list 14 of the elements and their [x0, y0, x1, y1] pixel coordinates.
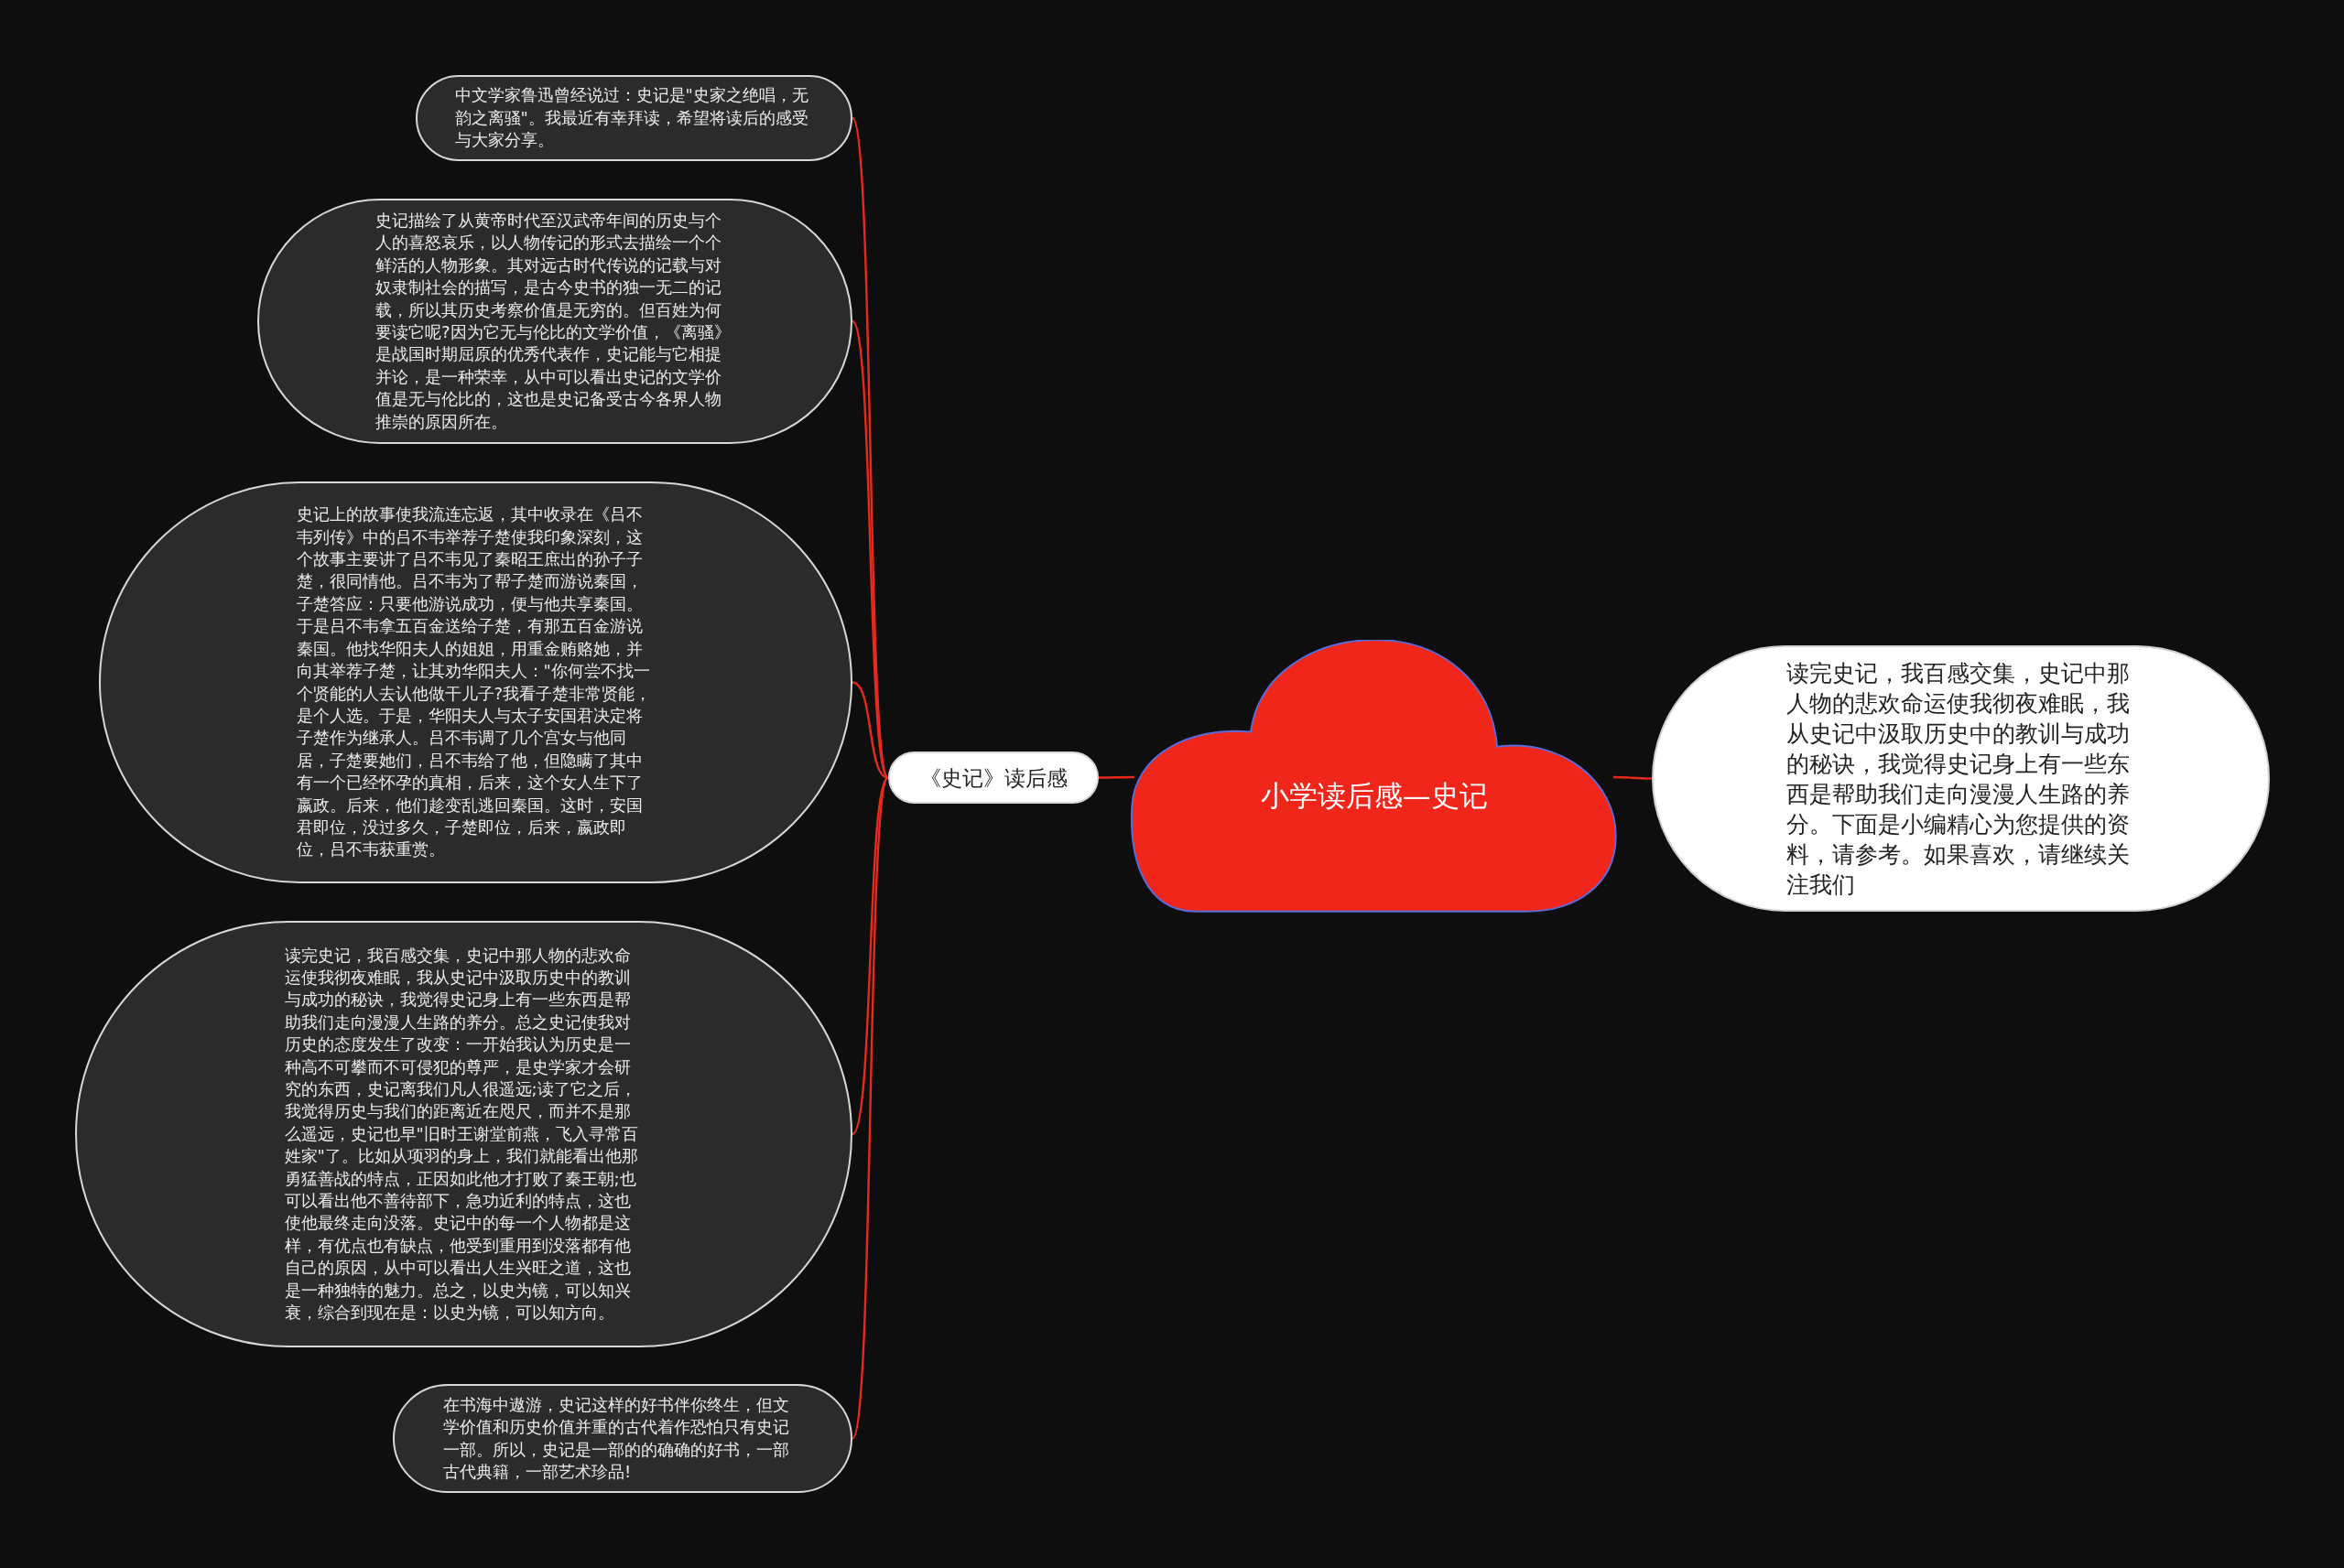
connector-line [851, 320, 890, 779]
node-text: 《史记》读后感 [919, 764, 1068, 792]
node-text: 小学读后感—史记 [1260, 778, 1488, 814]
node-text: 在书海中遨游，史记这样的好书伴你终生，但文学价值和历史价值并重的古代着作恐怕只有史记一部。所以，史记是一部的的确确的好书，一部古代典籍，一部艺术珍品! [443, 1393, 790, 1483]
node-text: 读完史记，我百感交集，史记中那人物的悲欢命运使我彻夜难眠，我从史记中汲取历史中的教训与成功的秘诀，我觉得史记身上有一些东西是帮助我们走向漫漫人生路的养分。下面是小编精心为您提供的资料，请参考。如果喜欢，请继续关注我们 [1785, 658, 2131, 900]
node-text: 中文学家鲁迅曾经说过：史记是"史家之绝唱，无韵之离骚"。我最近有幸拜读，希望将读后的感受与大家分享。 [454, 84, 809, 152]
connector-line [1099, 775, 1134, 779]
connector-line [851, 777, 890, 1439]
connector-line [1613, 775, 1652, 780]
connector-line [852, 681, 889, 779]
node-text: 史记描绘了从黄帝时代至汉武帝年间的历史与个人的喜怒哀乐，以人物传记的形式去描绘一个个鲜活的人物形象。其对远古时代传说的记载与对奴隶制社会的描写，是古今史书的独一无二的记载，所以其历史考察价值是无穷的。但百姓为何要读它呢?因为它无与伦比的文学价值，《离骚》是战国时期屈原的优秀代表作，史记能与它相提并论，是一种荣幸，从中可以看出史记的文学价值是无与伦比的，这也是史记备受古今各界人物推崇的原因所在。 [375, 209, 732, 433]
node-text: 史记上的故事使我流连忘返，其中收录在《吕不韦列传》中的吕不韦举荐子楚使我印象深刻，这个故事主要讲了吕不韦见了秦昭王庶出的孙子子楚，很同情他。吕不韦为了帮子楚而游说秦国，子楚答应：只要他游说成功，便与他共享秦国。于是吕不韦拿五百金送给子楚，有那五百金游说秦国。他找华阳夫人的姐姐，用重金贿赂她，并向其举荐子楚，让其劝华阳夫人："你何尝不找一个贤能的人去认他做干儿子?我看子楚非常贤能，是个人选。于是，华阳夫人与太子安国君决定将子楚作为继承人。吕不韦调了几个宫女与他同居，子楚要她们，吕不韦给了他，但隐瞒了其中有一个已经怀孕的真相，后来，这个女人生下了嬴政。后来，他们趁变乱逃回秦国。这时，安国君即位，没过多久，子楚即位，后来，嬴政即位，吕不韦获重赏。 [296, 503, 653, 861]
node-text: 读完史记，我百感交集，史记中那人物的悲欢命运使我彻夜难眠，我从史记中汲取历史中的教训与成功的秘诀，我觉得史记身上有一些东西是帮助我们走向漫漫人生路的养分。总之史记使我对历史的态度发生了改变：一开始我认为历史是一种高不可攀而不可侵犯的尊严，是史学家才会研究的东西，史记离我们凡人很遥远;读了它之后，我觉得历史与我们的距离近在咫尺，而并不是那么遥远，史记也早"旧时王谢堂前燕，飞入寻常百姓家"了。比如从项羽的身上，我们就能看出他那勇猛善战的特点，正因如此他才打败了秦王朝;也可以看出他不善待部下，急功近利的特点，这也使他最终走向没落。史记中的每一个人物都是这样，有优点也有缺点，他受到重用到没落都有他自己的原因，从中可以看出人生兴旺之道，这也是一种独特的魅力。总之，以史为镜，可以知兴衰，综合到现在是：以史为镜，可以知方向。 [284, 944, 639, 1325]
topic-pill [888, 752, 1099, 804]
